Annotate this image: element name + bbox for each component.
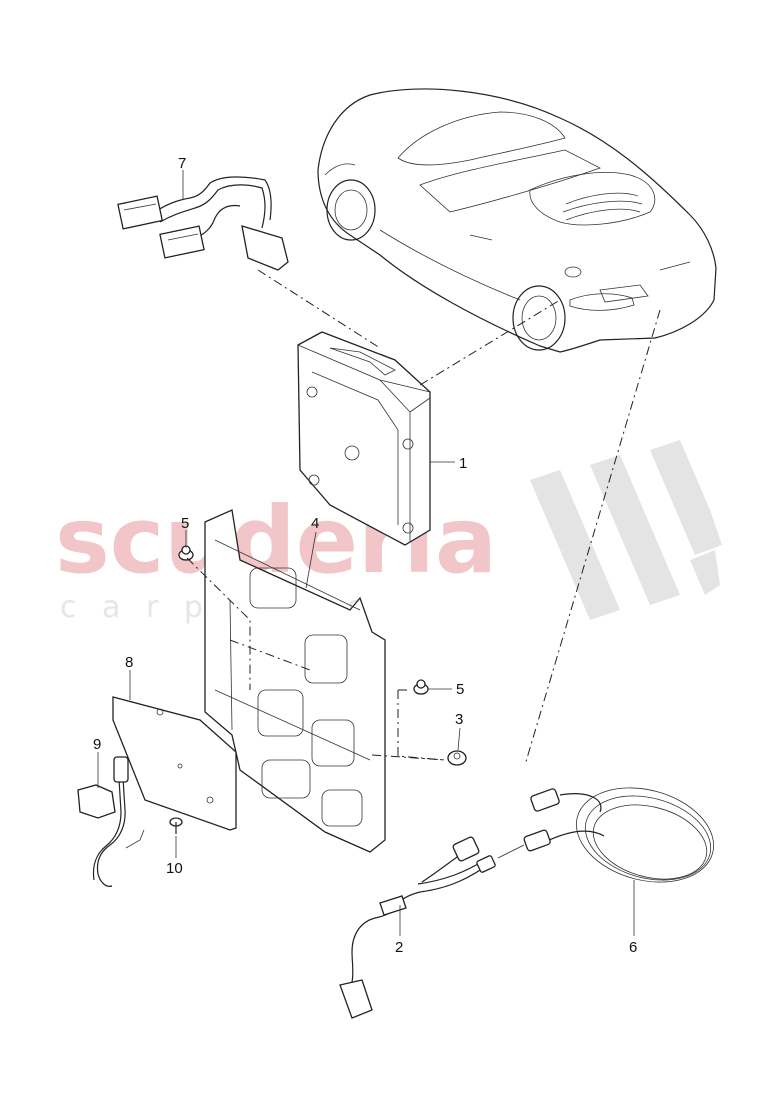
part-2-cable bbox=[339, 836, 525, 1019]
part-8-plate bbox=[112, 696, 237, 831]
part-5b-screw bbox=[413, 679, 429, 695]
callout-3: 3 bbox=[455, 711, 463, 728]
part-10-screw bbox=[169, 817, 183, 834]
callout-2: 2 bbox=[395, 939, 403, 956]
part-7-harness bbox=[117, 176, 289, 271]
callout-5b: 5 bbox=[456, 681, 464, 698]
callouts: 1 2 3 4 5 5 6 7 8 9 10 bbox=[93, 155, 637, 956]
part-9-sensor bbox=[77, 756, 145, 887]
part-3-nut bbox=[447, 750, 467, 766]
callout-10: 10 bbox=[166, 860, 183, 877]
callout-5a: 5 bbox=[181, 515, 189, 532]
callout-1: 1 bbox=[459, 455, 467, 472]
leader-lines bbox=[97, 170, 635, 936]
car-outline bbox=[317, 88, 717, 353]
assembly-lines bbox=[186, 269, 661, 766]
callout-7: 7 bbox=[178, 155, 186, 172]
checkered-flag-icon bbox=[530, 440, 722, 620]
callout-6: 6 bbox=[629, 939, 637, 956]
part-1-control-unit bbox=[297, 331, 431, 546]
part-4-bracket bbox=[204, 509, 386, 853]
callout-9: 9 bbox=[93, 736, 101, 753]
callout-4: 4 bbox=[311, 515, 319, 532]
part-5a-screw bbox=[178, 545, 194, 561]
callout-8: 8 bbox=[125, 654, 133, 671]
part-6-cable bbox=[523, 787, 715, 883]
